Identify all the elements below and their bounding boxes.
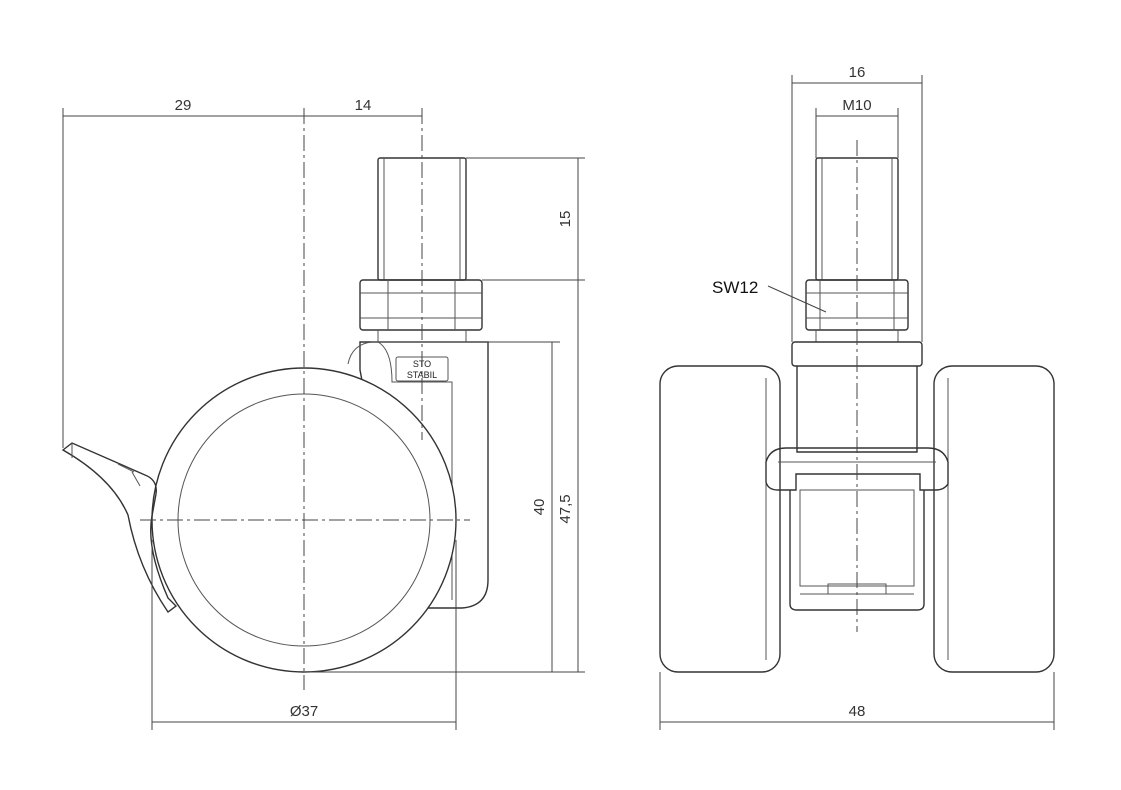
logo-text-bottom: STABIL bbox=[407, 370, 437, 380]
dim-total-height-label: 47,5 bbox=[557, 494, 574, 523]
dim-wheel-diameter-label: Ø37 bbox=[290, 703, 318, 720]
dim-offset-label: 29 bbox=[175, 97, 192, 114]
dim-total-width-label: 48 bbox=[849, 703, 866, 720]
front-wheel-right bbox=[933, 365, 1055, 673]
front-brake-pedal bbox=[765, 447, 949, 491]
dim-body-height-label: 40 bbox=[531, 499, 548, 516]
dim-stem-width-label: 14 bbox=[355, 97, 372, 114]
side-housing bbox=[359, 341, 489, 609]
side-hex-nut bbox=[359, 279, 483, 331]
front-wheel-left bbox=[659, 365, 781, 673]
dim-thread-label: M10 bbox=[842, 97, 871, 114]
side-view: STO STABIL 29 14 15 40 47,5 bbox=[61, 97, 585, 730]
brake-lever bbox=[61, 442, 178, 613]
dim-nut-width-label: 16 bbox=[849, 64, 866, 81]
dim-stem-height-label: 15 bbox=[557, 211, 574, 228]
wrench-size-label: SW12 bbox=[712, 278, 758, 297]
front-view: SW12 16 M10 48 bbox=[659, 64, 1055, 730]
